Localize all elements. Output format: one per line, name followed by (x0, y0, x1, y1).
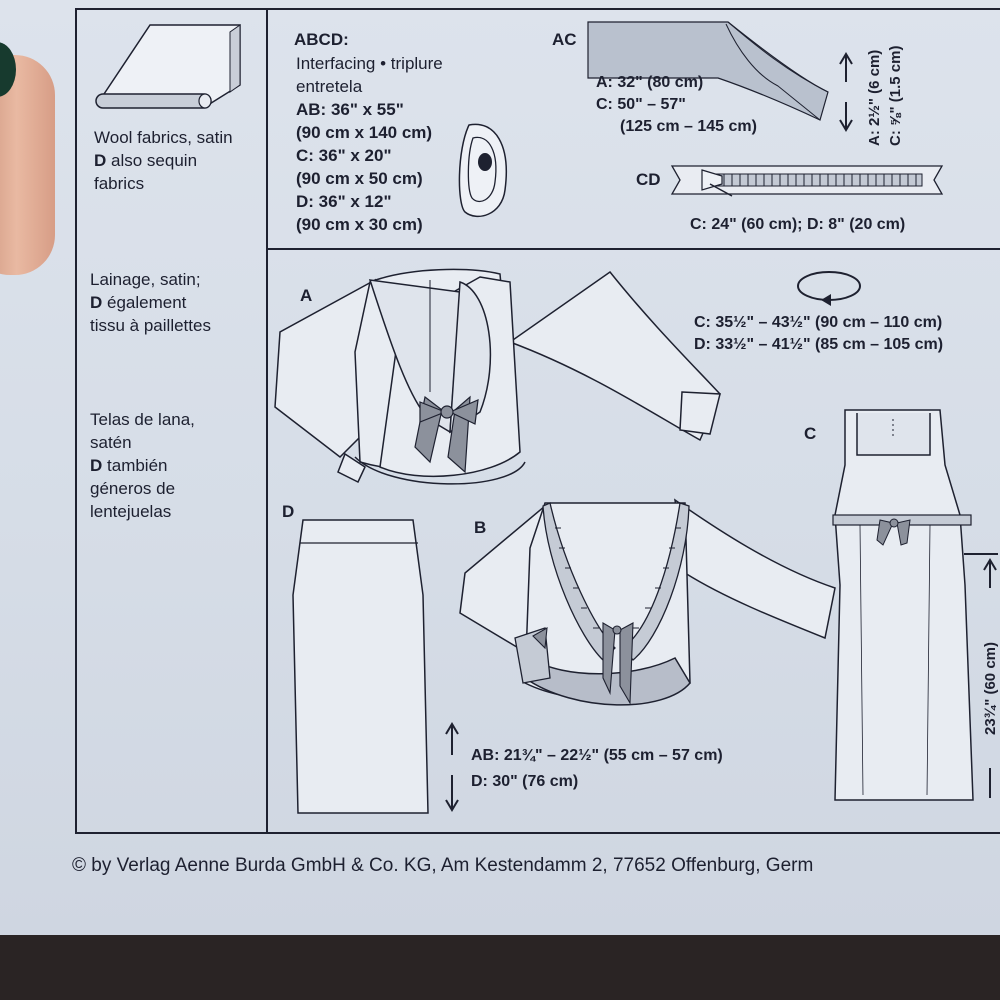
tape-label: AC (552, 30, 577, 49)
fabric-es-line3-text: también (107, 456, 168, 475)
bias-tape-icon (587, 21, 829, 121)
thumb-nail (0, 42, 16, 97)
content-frame (75, 8, 1000, 834)
length-ab: AB: 21¾" – 22½" (55 cm – 57 cm) (471, 747, 723, 764)
left-column-divider (266, 8, 268, 834)
zipper-lengths: C: 24" (60 cm); D: 8" (20 cm) (690, 216, 906, 233)
view-d-skirt-sketch (292, 519, 429, 814)
fabric-bolt-icon (95, 24, 241, 109)
tape-c-metric: (125 cm – 145 cm) (620, 118, 757, 135)
interfacing-d-metric: (90 cm x 30 cm) (296, 215, 423, 234)
iron-icon (458, 123, 507, 218)
length-d: D: 30" (76 cm) (471, 773, 579, 790)
fabric-es-line5: lentejuelas (90, 502, 172, 521)
view-b-jacket-sketch (459, 498, 836, 706)
view-d-label: D (282, 502, 295, 521)
fabric-es-view-d: D (90, 456, 103, 475)
zipper-icon (670, 165, 944, 197)
zipper-label: CD (636, 170, 661, 189)
tape-a-length: A: 32" (80 cm) (596, 74, 704, 91)
fabric-fr-line3: tissu à paillettes (90, 316, 211, 335)
interfacing-ab-metric: (90 cm x 140 cm) (296, 123, 433, 142)
interfacing-name: Interfacing • triplure (296, 54, 443, 73)
pattern-envelope-back: Wool fabrics, satin D also sequin fabric… (0, 0, 1000, 935)
interfacing-c-metric: (90 cm x 50 cm) (296, 169, 423, 188)
fabric-en-view-d: D (94, 151, 107, 170)
fabric-es-line1: Telas de lana, (90, 410, 195, 429)
waist-c: C: 35½" – 43½" (90 cm – 110 cm) (694, 314, 943, 331)
interfacing-d: D: 36" x 12" (296, 192, 392, 211)
view-a-label: A (300, 286, 313, 305)
tape-width-a: A: 2½" (6 cm) (866, 49, 883, 146)
view-c-dress-sketch (832, 409, 974, 801)
fabric-fr-line1: Lainage, satin; (90, 270, 201, 289)
copyright-footer: © by Verlag Aenne Burda GmbH & Co. KG, A… (72, 855, 814, 876)
top-section-divider (266, 248, 1000, 250)
waist-loop-icon (797, 271, 861, 306)
fabric-es-line4: géneros de (90, 479, 176, 498)
view-a-jacket-sketch (274, 268, 721, 485)
interfacing-c: C: 36" x 20" (296, 146, 392, 165)
length-c: 23¾" (60 cm) (982, 642, 999, 735)
length-arrows (445, 722, 459, 812)
thumb (0, 55, 55, 275)
fabric-fr-line2-text: également (107, 293, 187, 312)
fabric-en-line3: fabrics (94, 174, 145, 193)
fabric-en-line2-text: also sequin (111, 151, 198, 170)
tape-width-arrows (839, 52, 853, 132)
view-c-label: C (804, 424, 817, 443)
tape-width-c: C: ⅝" (1.5 cm) (887, 45, 904, 146)
fabric-en-line1: Wool fabrics, satin (94, 128, 233, 147)
interfacing-ab: AB: 36" x 55" (296, 100, 404, 119)
fabric-fr-view-d: D (90, 293, 103, 312)
fabric-en-line2: D also sequin (94, 149, 197, 172)
interfacing-heading: ABCD: (294, 30, 349, 49)
fabric-es-line2: satén (90, 433, 132, 452)
fabric-es-line3: D también (90, 454, 168, 477)
length-c-arrows (964, 553, 998, 798)
view-b-label: B (474, 518, 487, 537)
interfacing-name-es: entretela (296, 77, 363, 96)
waist-d: D: 33½" – 41½" (85 cm – 105 cm) (694, 336, 944, 353)
tape-c-length: C: 50" – 57" (596, 96, 686, 113)
fabric-fr-line2: D également (90, 291, 186, 314)
